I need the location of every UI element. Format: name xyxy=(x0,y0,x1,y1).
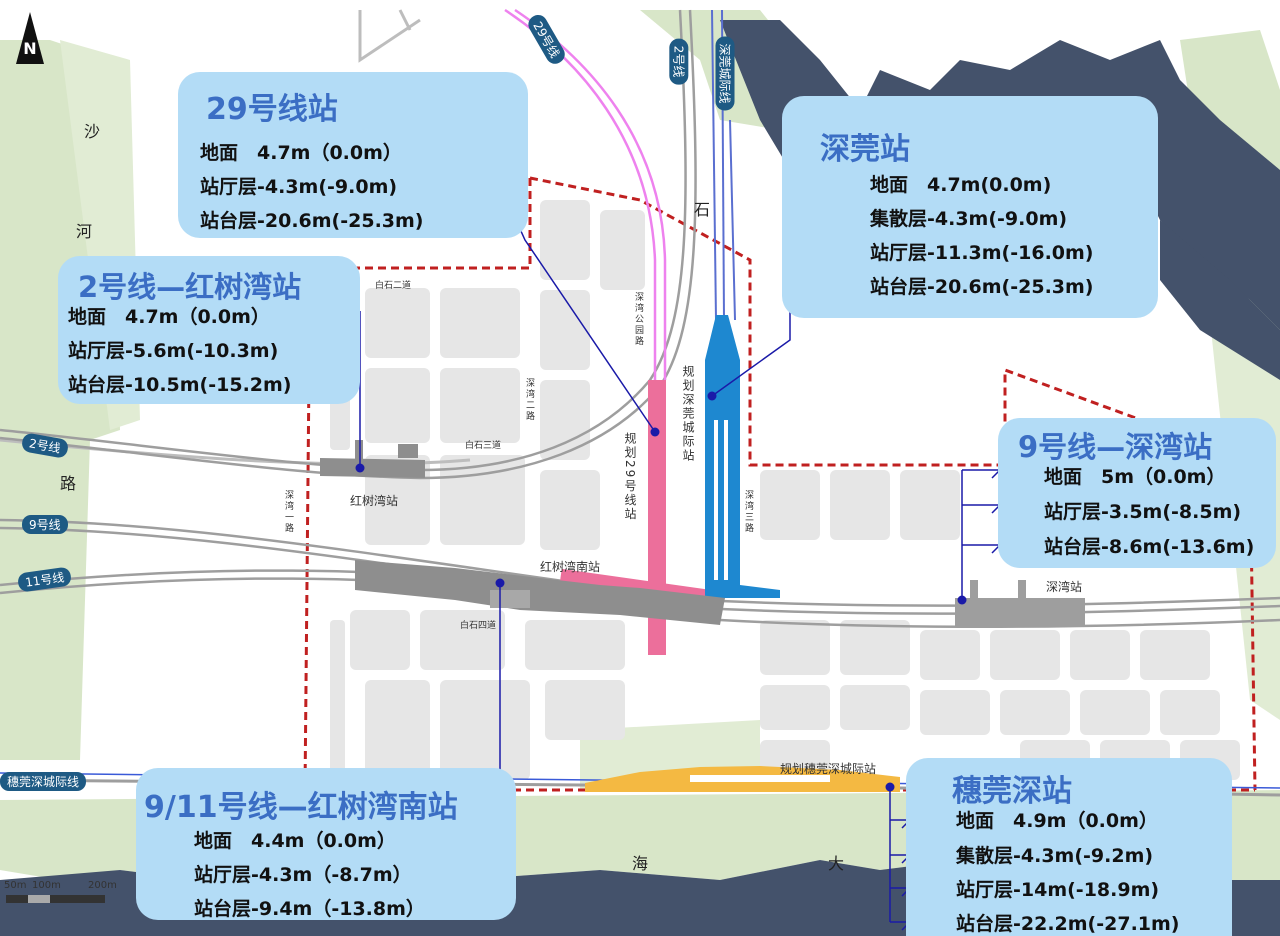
card-row: 站台层-20.6m(-25.3m) xyxy=(870,276,1094,298)
north-letter: N xyxy=(23,39,36,58)
label-baishi-3: 白石三道 xyxy=(465,441,502,451)
card-row: 站台层-20.6m(-25.3m) xyxy=(200,210,424,232)
card-row: 站厅层-4.3m(-9.0m) xyxy=(200,176,398,198)
card-row: 地面 4.9m（0.0m） xyxy=(956,810,1158,832)
card-line911-hongshuwan-south-station: 9/11号线—红树湾南站 地面 4.4m（0.0m） 站厅层-4.3m（-8.7… xyxy=(136,768,516,920)
card-line29-station: 29号线站 地面 4.7m（0.0m） 站厅层-4.3m(-9.0m) 站台层-… xyxy=(178,72,528,238)
scale-label-200m: 200m xyxy=(88,880,117,891)
label-shi: 石 xyxy=(694,200,711,219)
card-row: 地面 4.7m(0.0m) xyxy=(870,174,1052,196)
station-shapes xyxy=(320,315,1085,792)
scale-bar-graphic xyxy=(6,895,105,903)
card-row: 站厅层-14m(-18.9m) xyxy=(956,879,1160,901)
label-he: 河 xyxy=(76,222,93,241)
card-row: 站厅层-4.3m（-8.7m） xyxy=(194,864,412,886)
card-title: 深莞站 xyxy=(820,132,910,167)
card-row: 地面 4.7m（0.0m） xyxy=(68,306,270,328)
card-line9-shenwan-station: 9号线—深湾站 地面 5m（0.0m） 站厅层-3.5m(-8.5m) 站台层-… xyxy=(998,418,1276,568)
badge-line2-vertical: 2号线 xyxy=(669,38,689,85)
label-shenwan-1: 深湾一路 xyxy=(283,490,293,534)
scale-label-50m: 50m xyxy=(4,880,27,891)
label-planned-sgs-station: 规划穗莞深城际站 xyxy=(780,762,877,776)
label-shenwan-station: 深湾站 xyxy=(1046,580,1083,594)
label-sha: 沙 xyxy=(84,122,101,141)
label-planned-29-station: 规划29号线站 xyxy=(623,432,637,522)
card-suiguanshen-station: 穗莞深站 地面 4.9m（0.0m） 集散层-4.3m(-9.2m) 站厅层-1… xyxy=(906,758,1232,936)
badge-line9: 9号线 xyxy=(22,515,68,534)
card-row: 地面 4.7m（0.0m） xyxy=(200,142,402,164)
label-hongshuwan-south-station: 红树湾南站 xyxy=(540,560,601,574)
scale-label-100m: 100m xyxy=(32,880,61,891)
card-row: 集散层-4.3m(-9.2m) xyxy=(956,845,1154,867)
card-title: 9/11号线—红树湾南站 xyxy=(144,790,458,825)
card-title: 穗莞深站 xyxy=(952,774,1072,809)
label-lu: 路 xyxy=(60,474,77,493)
card-title: 9号线—深湾站 xyxy=(1018,430,1213,464)
label-hongshuwan-station: 红树湾站 xyxy=(350,494,399,508)
card-row: 地面 5m（0.0m） xyxy=(1044,466,1226,488)
card-row: 集散层-4.3m(-9.0m) xyxy=(870,208,1068,230)
card-title: 2号线—红树湾站 xyxy=(78,270,302,304)
card-row: 站厅层-11.3m(-16.0m) xyxy=(870,242,1094,264)
card-row: 地面 4.4m（0.0m） xyxy=(194,830,396,852)
card-row: 站台层-9.4m（-13.8m） xyxy=(194,898,425,920)
card-title: 29号线站 xyxy=(206,92,338,127)
card-row: 站台层-8.6m(-13.6m) xyxy=(1044,536,1255,558)
label-baishi-4: 白石四道 xyxy=(460,621,497,631)
label-da: 大 xyxy=(828,854,845,873)
station-dots xyxy=(355,391,967,792)
label-shenwan-park: 深湾公园路 xyxy=(633,292,643,347)
north-arrow-icon: N xyxy=(12,12,48,64)
card-row: 站厅层-3.5m(-8.5m) xyxy=(1044,501,1242,523)
label-shenwan-2: 深湾二路 xyxy=(524,378,534,422)
label-planned-sg-station: 规划深莞城际站 xyxy=(681,365,695,463)
label-hai: 海 xyxy=(632,854,649,873)
card-line2-hongshuwan-station: 2号线—红树湾站 地面 4.7m（0.0m） 站厅层-5.6m(-10.3m) … xyxy=(58,256,360,404)
card-shenguan-station: 深莞站 地面 4.7m(0.0m) 集散层-4.3m(-9.0m) 站厅层-11… xyxy=(782,96,1158,318)
badge-sg-intercity: 深莞城际线 xyxy=(715,36,735,111)
label-baishi-2: 白石二道 xyxy=(375,281,412,291)
card-row: 站台层-10.5m(-15.2m) xyxy=(68,374,292,396)
badge-sgs-intercity: 穗莞深城际线 xyxy=(0,772,87,791)
card-row: 站台层-22.2m(-27.1m) xyxy=(956,913,1180,935)
card-row: 站厅层-5.6m(-10.3m) xyxy=(68,340,279,362)
label-shenwan-3: 深湾三路 xyxy=(743,490,753,534)
